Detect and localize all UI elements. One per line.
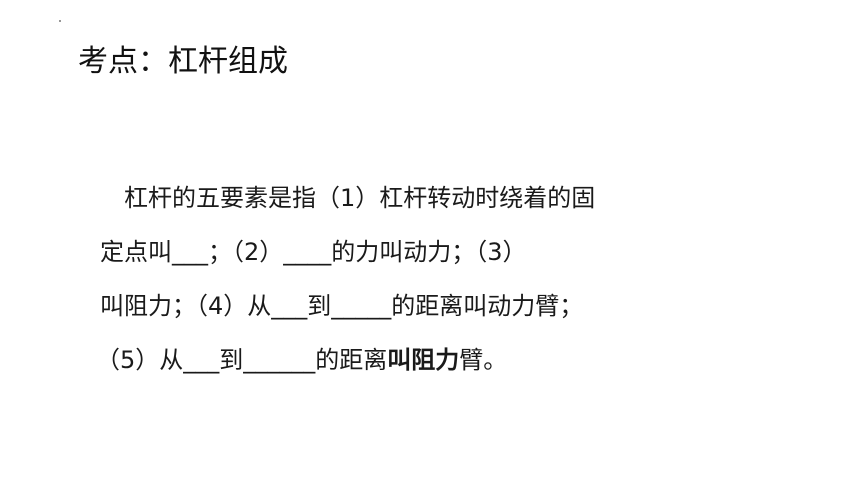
paragraph-line-4: （5）从___到______的距离叫阻力臂。 <box>96 338 740 392</box>
paragraph-line-4-end: 臂。 <box>459 346 508 374</box>
paragraph-line-4-bold: 叫阻力 <box>387 346 460 374</box>
paragraph-line-1: 杠杆的五要素是指（1）杠杆转动时绕着的固 <box>124 184 596 212</box>
paragraph: 杠杆的五要素是指（1）杠杆转动时绕着的固 定点叫___；（2）____的力叫动力… <box>96 176 740 392</box>
page-title: 考点：杠杆组成 <box>78 44 288 79</box>
bullet-dot <box>59 20 61 22</box>
paragraph-line-4-start: （5）从___到______的距离 <box>96 346 388 374</box>
paragraph-line-3: 叫阻力；（4）从___到_____的距离叫动力臂； <box>100 292 584 320</box>
paragraph-line-2: 定点叫___；（2）____的力叫动力；（3） <box>100 238 527 266</box>
